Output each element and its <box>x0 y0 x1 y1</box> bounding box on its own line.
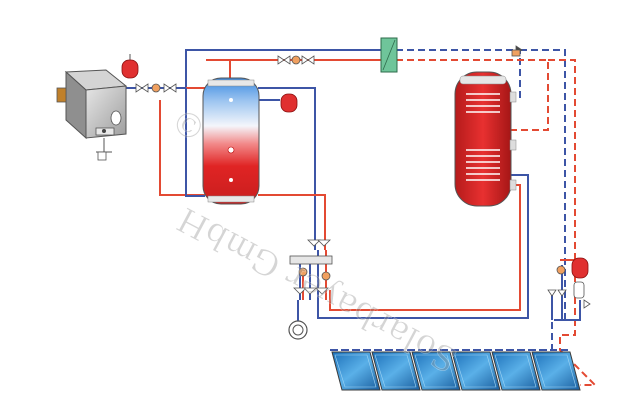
pipe-buffer-hot-out <box>258 194 326 250</box>
buffer-expansion-vessel <box>280 93 298 113</box>
valves <box>135 45 523 93</box>
solar-collector-glazing <box>454 354 497 388</box>
boiler <box>56 69 128 161</box>
solar-collector-glazing <box>534 354 577 388</box>
pipe-solar-hot <box>548 59 598 386</box>
solar-collector-array <box>330 349 581 391</box>
pipe-boiler-return-blue <box>185 88 205 197</box>
solar-expansion-vessel <box>571 257 589 299</box>
solar-collector-panel <box>491 351 541 391</box>
solar-collector-panel <box>411 351 461 391</box>
buffer-tank <box>202 77 260 205</box>
pump-group <box>289 239 333 295</box>
solar-collector-glazing <box>374 354 417 388</box>
solar-collector-panel <box>371 351 421 391</box>
pipe-solar-cold <box>330 49 566 351</box>
solar-collector-panel <box>531 351 581 391</box>
solar-collector-panel <box>451 351 501 391</box>
pipe-buffer-cold-out <box>258 87 316 250</box>
pipe-hx-secondary-hot <box>396 59 549 131</box>
solar-collector-glazing <box>494 354 537 388</box>
circulating-pump <box>288 320 308 340</box>
solar-station <box>547 265 591 309</box>
hot-water-storage-tank <box>454 71 517 207</box>
solar-collector-glazing <box>334 354 377 388</box>
pipe-tank-loop-hot <box>329 184 521 311</box>
boiler-expansion-vessel <box>121 54 139 79</box>
watermark-text: Solarbayer GmbH <box>171 199 464 380</box>
plate-heat-exchanger <box>380 37 398 73</box>
solar-collector-panel <box>331 351 381 391</box>
solar-collector-glazing <box>414 354 457 388</box>
